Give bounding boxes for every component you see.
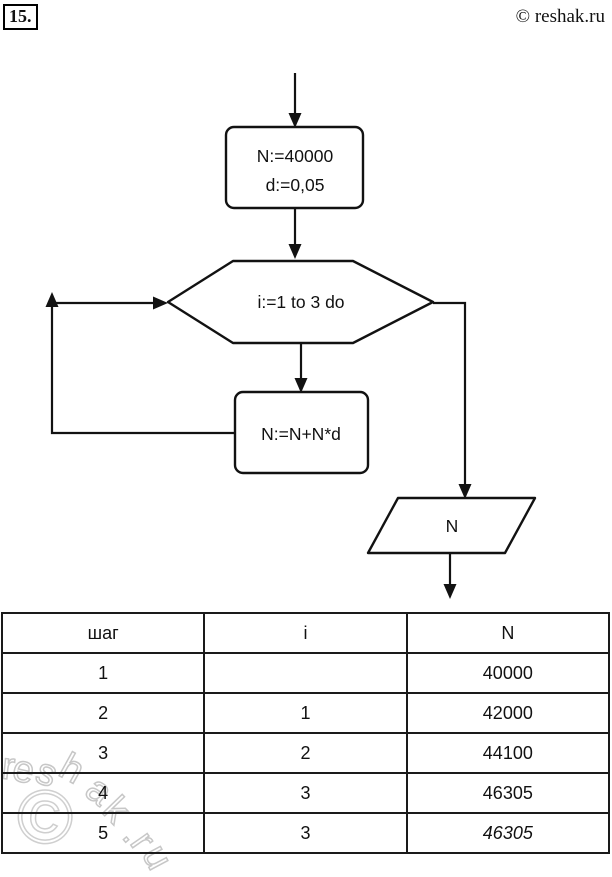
cell-i bbox=[203, 652, 408, 694]
loop-label: i:=1 to 3 do bbox=[257, 292, 344, 312]
arrowhead-up-icon bbox=[45, 292, 59, 307]
cell-step: 5 bbox=[0, 812, 206, 854]
cell-n-final: 46305 bbox=[405, 812, 611, 854]
cell-i: 3 bbox=[203, 772, 408, 814]
cell-step: 2 bbox=[0, 692, 206, 734]
cell-i: 2 bbox=[203, 732, 408, 774]
flow-exit-line bbox=[433, 301, 467, 487]
table-row: 2 1 42000 bbox=[0, 692, 611, 734]
col-header-n: N bbox=[405, 612, 611, 654]
cell-step: 4 bbox=[0, 772, 206, 814]
cell-i: 3 bbox=[203, 812, 408, 854]
cell-i: 1 bbox=[203, 692, 408, 734]
body-block-label: N:=N+N*d bbox=[261, 424, 341, 444]
init-block-line2: d:=0,05 bbox=[266, 175, 325, 195]
output-parallelogram bbox=[366, 496, 537, 555]
flowchart: N:=40000 d:=0,05 i:=1 to 3 do N:=N+N*d N bbox=[45, 73, 537, 599]
cell-step: 1 bbox=[0, 652, 206, 694]
cell-n: 42000 bbox=[405, 692, 611, 734]
arrowhead-down-icon bbox=[458, 484, 472, 499]
init-block bbox=[224, 125, 365, 210]
arrowhead-down-icon bbox=[288, 113, 302, 128]
problem-number: 15. bbox=[3, 4, 38, 30]
arrowhead-right-icon bbox=[153, 296, 168, 310]
col-header-step: шаг bbox=[0, 612, 206, 654]
col-header-i: i bbox=[203, 612, 408, 654]
arrowhead-down-icon bbox=[294, 378, 308, 393]
trace-table-container: шаг i N 1 40000 2 1 42000 3 2 44100 4 bbox=[0, 612, 611, 854]
cell-n: 40000 bbox=[405, 652, 611, 694]
output-label: N bbox=[446, 516, 459, 536]
cell-n: 44100 bbox=[405, 732, 611, 774]
arrowhead-down-icon bbox=[288, 244, 302, 259]
table-row: 5 3 46305 bbox=[0, 812, 611, 854]
copyright-notice: © reshak.ru bbox=[515, 6, 605, 27]
table-row: 1 40000 bbox=[0, 652, 611, 694]
arrowhead-down-icon bbox=[443, 584, 457, 599]
table-row: 3 2 44100 bbox=[0, 732, 611, 774]
cell-n: 46305 bbox=[405, 772, 611, 814]
table-header-row: шаг i N bbox=[0, 612, 611, 654]
trace-table: шаг i N 1 40000 2 1 42000 3 2 44100 4 bbox=[0, 612, 611, 854]
table-row: 4 3 46305 bbox=[0, 772, 611, 814]
cell-step: 3 bbox=[0, 732, 206, 774]
flow-loopback-line bbox=[50, 305, 235, 435]
init-block-line1: N:=40000 bbox=[257, 146, 334, 166]
